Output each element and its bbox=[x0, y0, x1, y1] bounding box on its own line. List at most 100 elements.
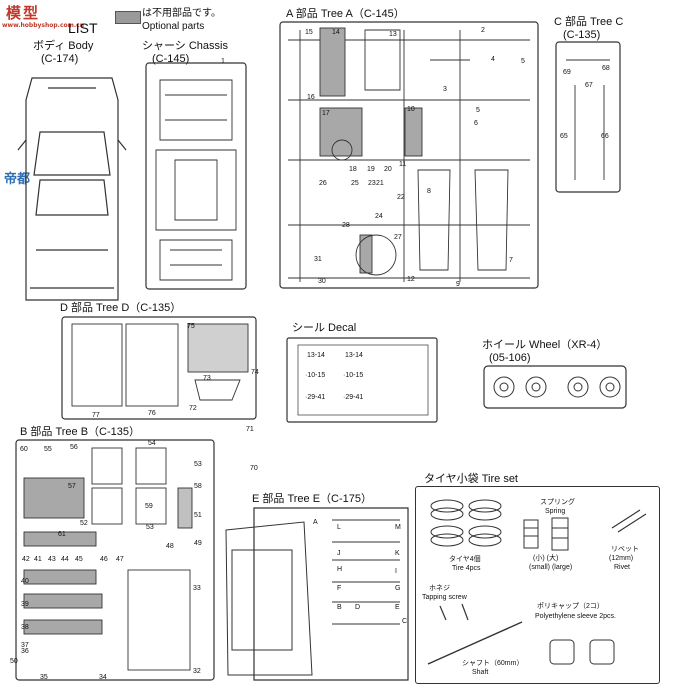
part-number: 24 bbox=[375, 213, 383, 220]
tree-e-letter: A bbox=[313, 519, 318, 526]
part-number: 36 bbox=[21, 648, 29, 655]
spring-label-en: Spring bbox=[545, 508, 566, 515]
screw-drawing bbox=[439, 603, 469, 621]
polycap-drawing bbox=[549, 639, 615, 665]
decal-number: ·10-15 bbox=[305, 372, 326, 379]
tree-a-frame bbox=[279, 21, 539, 289]
part-number: 67 bbox=[585, 82, 593, 89]
screw-label-en: Tapping screw bbox=[422, 594, 467, 601]
part-number: 66 bbox=[601, 133, 609, 140]
decal-title: シール Decal bbox=[292, 322, 357, 334]
chassis-drawing bbox=[155, 79, 237, 281]
decal-number: ·29-41 bbox=[305, 394, 326, 401]
part-number: 55 bbox=[44, 446, 52, 453]
part-number: 51 bbox=[194, 512, 202, 519]
spring-size-jp: (小) (大) bbox=[533, 555, 559, 562]
part-number: 9 bbox=[456, 281, 460, 288]
part-number: 56 bbox=[70, 444, 78, 451]
part-number: 26 bbox=[319, 180, 327, 187]
body-code: (C-174) bbox=[41, 53, 79, 65]
part-number: 8 bbox=[427, 188, 431, 195]
part-number: 14 bbox=[332, 29, 340, 36]
rivet-drawing bbox=[611, 509, 647, 533]
tree-e-letter: L bbox=[337, 524, 341, 531]
part-number: 19 bbox=[367, 166, 375, 173]
part-number: 45 bbox=[75, 556, 83, 563]
part-number: 44 bbox=[61, 556, 69, 563]
part-number: 75 bbox=[187, 323, 195, 330]
part-number: 15 bbox=[305, 29, 313, 36]
part-number: 68 bbox=[602, 65, 610, 72]
tree-d-title: D 部品 Tree D（C-135） bbox=[60, 302, 182, 314]
part-number: 76 bbox=[148, 410, 156, 417]
part-number: 30 bbox=[318, 278, 326, 285]
tree-e-frame bbox=[253, 507, 409, 681]
tree-a-runners bbox=[288, 27, 530, 282]
tree-b-title: B 部品 Tree B（C-135） bbox=[20, 426, 141, 438]
watermark-url: www.hobbyshop.com.cn bbox=[2, 22, 84, 29]
part-number: 71 bbox=[246, 426, 254, 433]
part-number: 12 bbox=[407, 276, 415, 283]
part-number: 28 bbox=[342, 222, 350, 229]
tree-e-letter: B bbox=[337, 604, 342, 611]
tree-e-letter: E bbox=[395, 604, 400, 611]
tire-label-jp: タイヤ4個 bbox=[449, 556, 481, 563]
shaft-drawing bbox=[427, 621, 523, 665]
body-title: ボディ Body bbox=[33, 40, 94, 52]
part-number: 17 bbox=[322, 110, 330, 117]
part-number: 60 bbox=[20, 446, 28, 453]
chassis-title: シャーシ Chassis bbox=[142, 40, 228, 52]
spring-drawing bbox=[523, 517, 569, 551]
tree-e-title: E 部品 Tree E（C-175） bbox=[252, 493, 373, 505]
tree-e-letter: I bbox=[395, 568, 397, 575]
decal-number: ·29-41 bbox=[343, 394, 364, 401]
part-number: 47 bbox=[116, 556, 124, 563]
part-number: 13 bbox=[389, 31, 397, 38]
part-number: 16 bbox=[307, 94, 315, 101]
rivet-size: (12mm) bbox=[609, 555, 634, 562]
tire-label-en: Tire 4pcs bbox=[452, 565, 481, 572]
decal-frame bbox=[286, 337, 438, 423]
part-number: 74 bbox=[251, 369, 259, 376]
part-number: 11 bbox=[399, 161, 407, 168]
part-number: 48 bbox=[166, 543, 174, 550]
tree-e-letter: M bbox=[395, 524, 401, 531]
optional-parts-swatch bbox=[115, 11, 141, 24]
part-number: 23 bbox=[368, 180, 376, 187]
part-number: 65 bbox=[560, 133, 568, 140]
part-number: 35 bbox=[40, 674, 48, 681]
shaft-label-jp: シャフト（60mm） bbox=[462, 660, 524, 667]
legend-jp: は不用部品です。 bbox=[142, 8, 221, 19]
tree-a-title: A 部品 Tree A（C-145） bbox=[286, 8, 405, 20]
part-number: 34 bbox=[99, 674, 107, 681]
part-number: 18 bbox=[349, 166, 357, 173]
part-number: 5 bbox=[476, 107, 480, 114]
rivet-label-jp: リベット bbox=[611, 546, 639, 553]
part-number: 73 bbox=[203, 375, 211, 382]
part-number: 20 bbox=[384, 166, 392, 173]
tree-c-frame bbox=[555, 41, 621, 193]
part-number: 58 bbox=[194, 483, 202, 490]
tree-c-title: C 部品 Tree C bbox=[554, 16, 624, 28]
part-number: 72 bbox=[189, 405, 197, 412]
part-number: 50 bbox=[10, 658, 18, 665]
part-number: 40 bbox=[21, 578, 29, 585]
part-number: 46 bbox=[100, 556, 108, 563]
part-number: 10 bbox=[407, 106, 415, 113]
rivet-label-en: Rivet bbox=[614, 564, 630, 571]
tree-e-letter: H bbox=[337, 566, 343, 573]
tree-e-letter: G bbox=[395, 585, 401, 592]
chassis-code: (C-145) bbox=[152, 53, 190, 65]
part-number: 25 bbox=[351, 180, 359, 187]
tree-e-letter: F bbox=[337, 585, 342, 592]
wheel-drawing bbox=[493, 376, 621, 398]
part-number: 2 bbox=[481, 27, 485, 34]
part-number: 39 bbox=[21, 601, 29, 608]
part-number: 6 bbox=[474, 120, 478, 127]
poly-label-jp: ポリキャップ（2コ） bbox=[537, 603, 604, 610]
part-number: 31 bbox=[314, 256, 322, 263]
wheel-title: ホイール Wheel（XR-4） bbox=[482, 339, 608, 351]
poly-label-en: Polyethylene sleeve 2pcs. bbox=[535, 613, 616, 620]
part-number: 49 bbox=[194, 540, 202, 547]
part-number: 4 bbox=[491, 56, 495, 63]
